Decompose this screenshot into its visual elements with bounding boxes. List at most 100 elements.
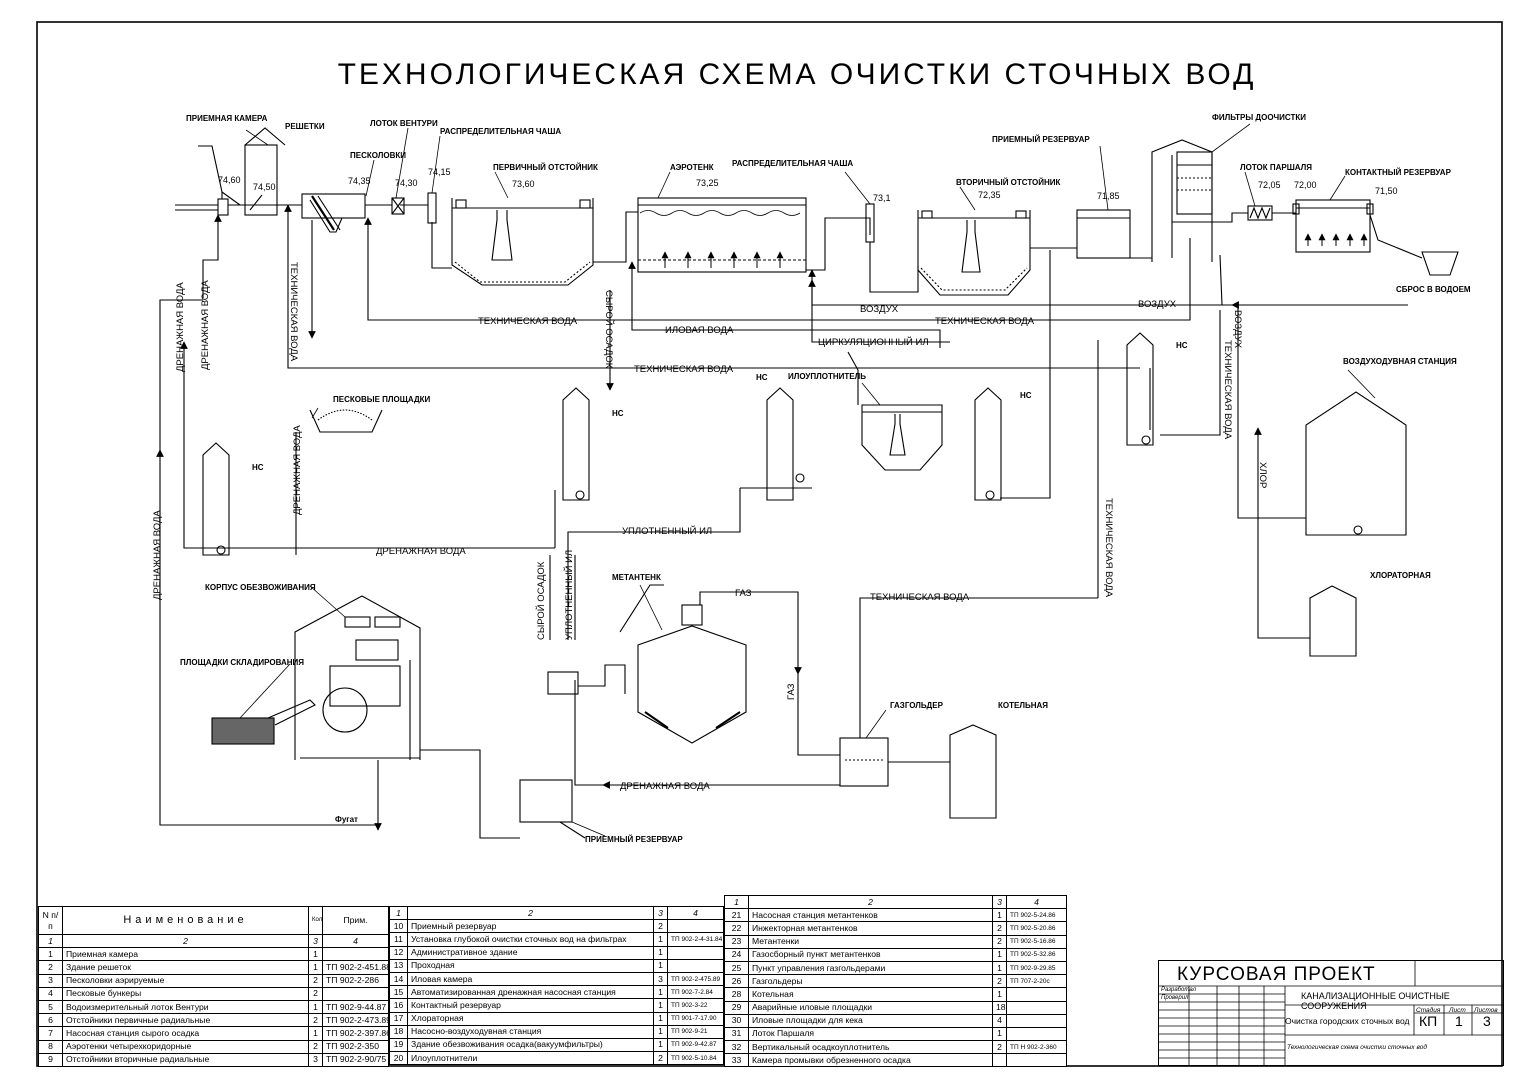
elev-13: 71,50 bbox=[1375, 186, 1398, 196]
stamp-project-name: Очистка городских сточных вод bbox=[1285, 1016, 1410, 1026]
cell: Камера промывки обрезненного осадка bbox=[748, 1053, 993, 1068]
cell: Здание обезвоживания осадка(вакуумфильтр… bbox=[407, 1037, 654, 1053]
elev-1: 74,60 bbox=[218, 175, 241, 185]
label-sbros: СБРОС В ВОДОЕМ bbox=[1396, 285, 1471, 294]
peskolovki bbox=[301, 193, 366, 233]
cell: 2 bbox=[308, 973, 323, 988]
cell: 30 bbox=[724, 1013, 749, 1028]
cell: ТП 707-2-20с bbox=[1006, 974, 1067, 989]
cell: Водоизмерительный лоток Вентури bbox=[62, 999, 309, 1015]
inzhektor-box bbox=[547, 671, 579, 695]
label-perv-otstoinik: ПЕРВИЧНЫЙ ОТСТОЙНИК bbox=[493, 163, 598, 172]
stamp-title: КУРСОВАЯ ПРОЕКТ bbox=[1177, 964, 1376, 985]
flow-gaz-h: ГАЗ bbox=[735, 588, 752, 599]
flow-drenazh-v2: ДРЕНАЖНАЯ ВОДА bbox=[200, 280, 211, 370]
elev-4: 74,30 bbox=[395, 178, 418, 188]
aerotenk bbox=[637, 197, 807, 273]
cell: 22 bbox=[724, 921, 749, 936]
flow-vozduh-1: ВОЗДУХ bbox=[860, 304, 899, 315]
hlor-line bbox=[1254, 427, 1310, 639]
flow-gaz-v: ГАЗ bbox=[786, 683, 797, 700]
stamp-row-checker: Проверил bbox=[1161, 995, 1189, 1001]
priemnaya-kamera bbox=[198, 145, 241, 216]
cell: 2 bbox=[992, 921, 1007, 936]
leader-lines bbox=[239, 123, 1376, 837]
cell: 32 bbox=[724, 1040, 749, 1055]
ilovaya-voda-line bbox=[628, 261, 941, 348]
cell: Насосно-воздуходувная станция bbox=[407, 1024, 654, 1039]
stamp-cap-sheet: Лист bbox=[1449, 1007, 1466, 1014]
flow-tech-voda-2: ТЕХНИЧЕСКАЯ ВОДА bbox=[935, 316, 1035, 327]
elev-7: 73,25 bbox=[696, 178, 719, 188]
flow-tech-voda-v3: ТЕХНИЧЕСКАЯ ВОДА bbox=[1222, 340, 1233, 440]
t2-num-2: 2 bbox=[407, 905, 654, 921]
cell: 12 bbox=[389, 945, 408, 960]
t3-num-2: 2 bbox=[748, 894, 993, 910]
elev-9: 72,35 bbox=[978, 190, 1001, 200]
cell: 11 bbox=[389, 932, 408, 947]
gazgolder bbox=[839, 737, 950, 787]
cell: 1 bbox=[653, 1037, 668, 1053]
cell: Установка глубокой очистки сточных вод н… bbox=[407, 932, 654, 947]
ilouplotnitel bbox=[847, 351, 943, 471]
stamp-cap-stage: Стадия bbox=[1416, 1007, 1441, 1014]
elev-11: 72,05 bbox=[1258, 180, 1281, 190]
stamp-sheets: 3 bbox=[1483, 1013, 1491, 1029]
cell: ТП 902-5-10.84 bbox=[667, 1051, 724, 1066]
cell: Аварийные иловые площадки bbox=[748, 1000, 993, 1015]
cirk-il-line bbox=[808, 279, 950, 343]
cell bbox=[322, 986, 389, 1001]
filtry-doochistki bbox=[1151, 139, 1213, 262]
cell: 23 bbox=[724, 934, 749, 949]
label-vtor-otstoinik: ВТОРИЧНЫЙ ОТСТОЙНИК bbox=[956, 178, 1061, 187]
cell: ТП 902-5-20.86 bbox=[1006, 921, 1067, 936]
cell: 1 bbox=[308, 1026, 323, 1041]
flow-ilovaya-voda: ИЛОВАЯ ВОДА bbox=[665, 325, 734, 336]
lotok-venturi bbox=[391, 197, 405, 215]
flow-syroi-v1: СЫРОЙ ОСАДОК bbox=[603, 290, 615, 369]
label-ns-3: НС bbox=[756, 373, 768, 382]
cell: 4 bbox=[992, 1013, 1007, 1028]
cell: Приемная камера bbox=[62, 947, 309, 962]
cell: 1 bbox=[653, 1011, 668, 1026]
label-ns-5: НС bbox=[1176, 341, 1188, 350]
cell bbox=[667, 945, 724, 960]
lotok-parshalya bbox=[1247, 205, 1273, 221]
ploshchadki-sklad bbox=[211, 699, 316, 745]
cell: 15 bbox=[389, 985, 408, 1000]
cell: 2 bbox=[308, 1039, 323, 1054]
cell: Котельная bbox=[748, 987, 993, 1002]
cell: 2 bbox=[992, 934, 1007, 949]
cell bbox=[1006, 1000, 1067, 1015]
flow-vozduh-v: ВОЗДУХ bbox=[1232, 310, 1243, 349]
t2-num-1: 1 bbox=[389, 905, 408, 921]
stamp-cap-sheets: Листов bbox=[1474, 1007, 1498, 1014]
cell bbox=[1006, 1013, 1067, 1028]
flow-cirk-il: ЦИРКУЛЯЦИОННЫЙ ИЛ bbox=[818, 336, 929, 348]
cell: ТП 902-9-44.87 bbox=[322, 999, 389, 1015]
elev-6: 73,60 bbox=[512, 179, 535, 189]
stamp-stage: КП bbox=[1419, 1013, 1438, 1029]
flow-drenazh-v4: ДРЕНАЖНАЯ ВОДА bbox=[152, 510, 163, 600]
cell: ТП 902-2-475.89 bbox=[667, 971, 724, 987]
cell: 2 bbox=[308, 986, 323, 1001]
flow-syroi-v2: СЫРОЙ ОСАДОК bbox=[535, 561, 547, 640]
cell: 1 bbox=[653, 998, 668, 1013]
stamp-org: КАНАЛИЗАЦИОННЫЕ ОЧИСТНЫЕ СООРУЖЕНИЯ bbox=[1301, 991, 1450, 1011]
